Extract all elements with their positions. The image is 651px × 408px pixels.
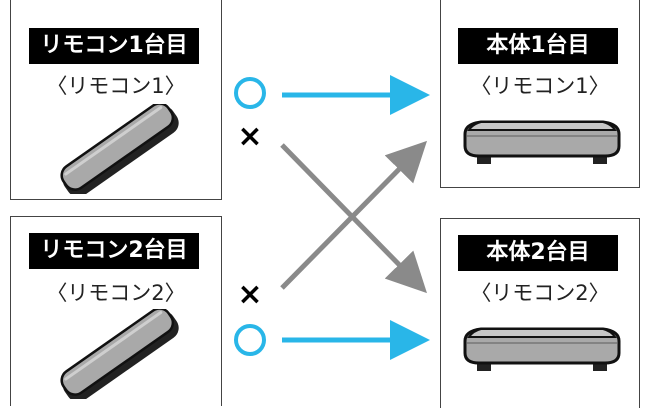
unit-1-panel: 本体1台目 〈リモコン1〉 [440,0,640,188]
ng-cross-mark-1: × [237,119,263,154]
ng-cross-mark-2: × [237,277,263,312]
remote-2-title: リモコン2台目 [29,233,199,269]
set-top-box-icon [463,120,621,164]
unit-2-panel: 本体2台目 〈リモコン2〉 [440,218,640,408]
remote-1-panel: リモコン1台目 〈リモコン1〉 [10,0,222,200]
unit-1-subtitle: 〈リモコン1〉 [470,74,610,98]
unit-1-title: 本体1台目 [458,28,618,64]
set-top-box-icon [463,327,621,371]
ok-circle-mark-2 [234,324,266,356]
remote-control-icon [60,104,179,194]
ng-arrow-remote1-to-unit2 [280,143,427,294]
remote-2-panel: リモコン2台目 〈リモコン2〉 [10,216,222,406]
ok-circle-mark-1 [234,77,266,109]
remote-1-title: リモコン1台目 [29,28,199,64]
unit-2-title: 本体2台目 [458,235,618,271]
remote-control-icon [60,309,179,399]
remote-2-subtitle: 〈リモコン2〉 [46,281,186,305]
ng-arrow-remote2-to-unit1 [280,140,428,290]
remote-1-subtitle: 〈リモコン1〉 [46,74,186,98]
unit-2-subtitle: 〈リモコン2〉 [470,281,610,305]
